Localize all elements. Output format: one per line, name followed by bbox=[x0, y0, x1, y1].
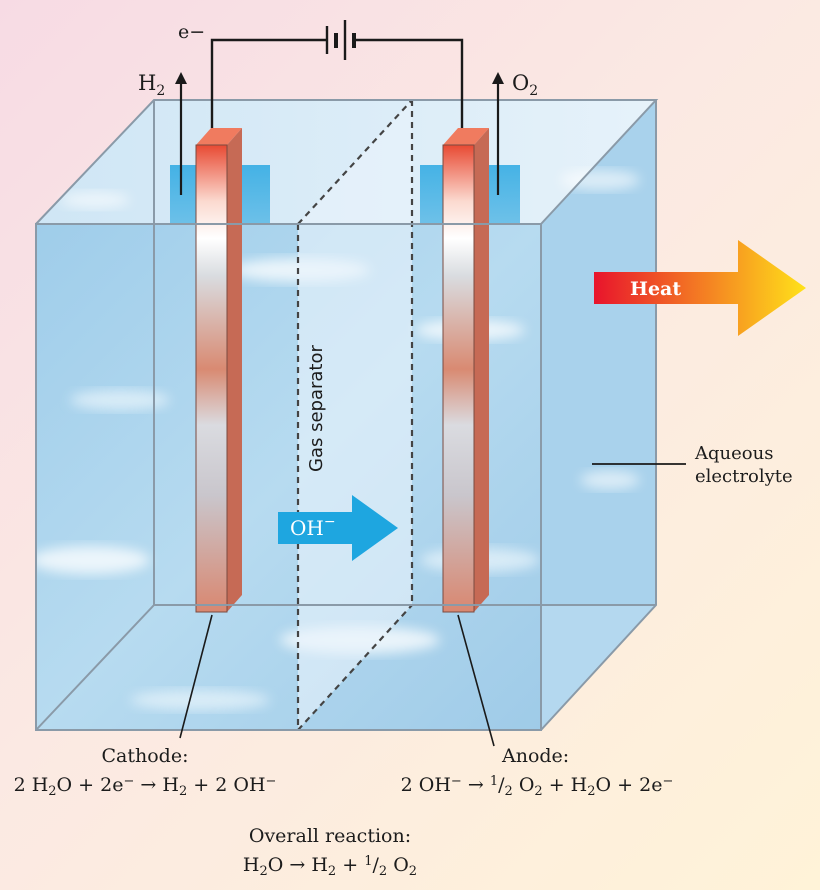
hydrogen-up-arrow-icon bbox=[175, 72, 187, 195]
cathode-title: Cathode: bbox=[101, 745, 189, 767]
cathode-electrode bbox=[195, 128, 242, 613]
electron-label: e− bbox=[178, 21, 205, 43]
cathode-caption: Cathode: 2 H2O + 2e− → H2 + 2 OH− bbox=[0, 743, 290, 805]
hydroxide-label: OH− bbox=[290, 514, 336, 540]
anode-title: Anode: bbox=[502, 745, 570, 767]
hydroxide-arrow: OH− bbox=[278, 495, 398, 561]
anode-caption: Anode: 2 OH− → 1/2 O2 + H2O + 2e− bbox=[372, 743, 702, 805]
electrolyte-label-line1: Aqueous bbox=[695, 443, 774, 464]
heat-arrow: Heat bbox=[594, 240, 806, 336]
overall-title: Overall reaction: bbox=[248, 825, 412, 847]
tank-right-face bbox=[541, 100, 656, 730]
overall-caption: Overall reaction: H2O → H2 + 1/2 O2 bbox=[180, 823, 480, 885]
anode-leader-line bbox=[457, 614, 495, 747]
anode-equation: 2 OH− → 1/2 O2 + H2O + 2e− bbox=[400, 774, 674, 799]
cathode-leader-line bbox=[179, 614, 213, 739]
electrolyte-label: Aqueous electrolyte bbox=[695, 442, 793, 488]
heat-label: Heat bbox=[630, 278, 681, 300]
side-ripples bbox=[60, 170, 640, 489]
circuit-wire bbox=[210, 38, 464, 128]
battery-icon bbox=[325, 20, 356, 60]
tank-edges bbox=[35, 99, 659, 731]
electrolyte-label-line2: electrolyte bbox=[695, 466, 793, 487]
hydrogen-label: H2 bbox=[138, 71, 165, 99]
oxygen-label: O2 bbox=[512, 71, 538, 99]
gas-separator-plane bbox=[298, 100, 412, 730]
cathode-equation: 2 H2O + 2e− → H2 + 2 OH− bbox=[13, 774, 277, 799]
anode-electrode bbox=[442, 128, 489, 613]
overall-equation: H2O → H2 + 1/2 O2 bbox=[242, 854, 418, 879]
gas-separator-label: Gas separator bbox=[306, 345, 327, 472]
oxygen-up-arrow-icon bbox=[492, 72, 504, 195]
